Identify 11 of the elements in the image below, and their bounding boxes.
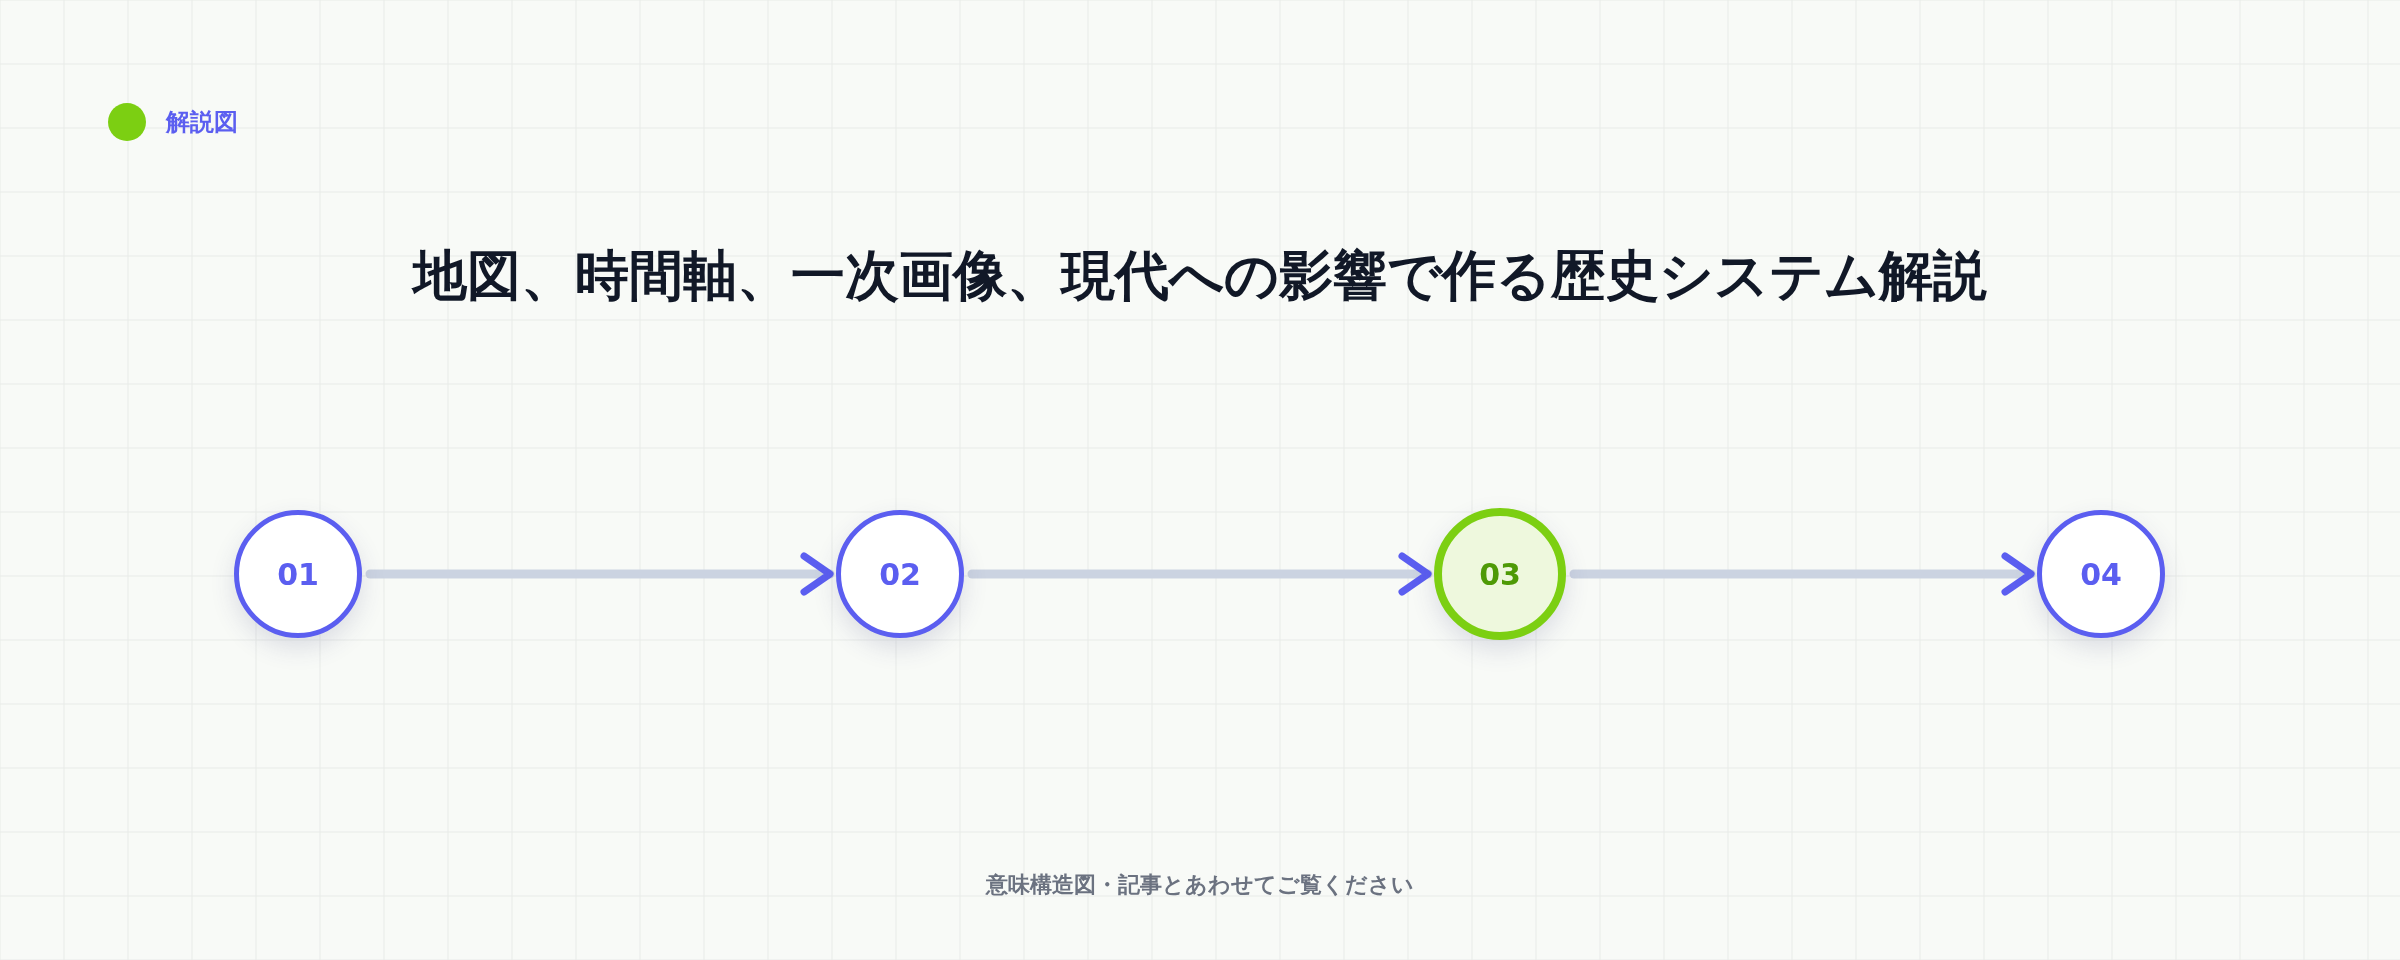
header-label: 解説図 — [166, 107, 238, 138]
title: 地図、時間軸、一次画像、現代への影響で作る歴史システム解説 — [410, 243, 1988, 309]
step-number: 01 — [277, 556, 319, 592]
arrow — [1569, 552, 2036, 596]
arrow — [967, 552, 1433, 596]
arrow — [365, 552, 835, 596]
step-number: 02 — [879, 556, 921, 592]
step-circle — [836, 510, 964, 638]
step-number: 03 — [1479, 556, 1521, 592]
step-number: 04 — [2080, 556, 2122, 592]
caption: 意味構造図・記事とあわせてご覧ください — [984, 871, 1415, 899]
